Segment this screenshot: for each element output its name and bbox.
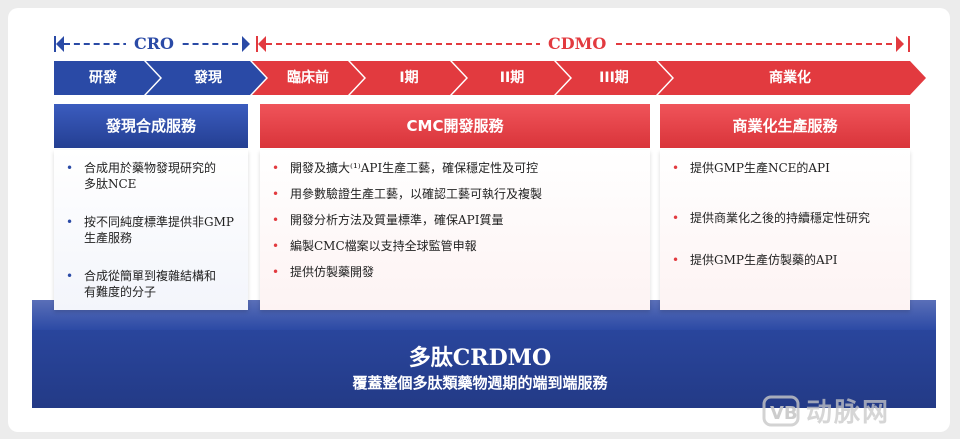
stage-label-phase3: III期 — [599, 70, 629, 86]
cro-range-right-arrow-icon — [242, 36, 250, 52]
cdmo-label: CDMO — [540, 34, 615, 54]
cdmo-range-left-arrow-icon — [258, 36, 266, 52]
commercial-item: •提供商業化之後的持續穩定性研究 — [672, 211, 871, 225]
cmc-item-text: 用參數驗證生產工藝，以確認工藝可執行及複製 — [290, 187, 543, 201]
stage-chevron-phase1 — [350, 61, 466, 95]
cmc-services-header: CMC開發服務 — [260, 104, 650, 148]
watermark-text: 动脉网 — [806, 398, 891, 428]
stage-label-commercial: 商業化 — [769, 70, 811, 86]
discovery-item-line: 有難度的分子 — [84, 285, 157, 299]
cro-range: CRO — [54, 34, 254, 54]
discovery-item-line: 按不同純度標準提供非GMP — [84, 215, 234, 229]
commercial-item: •提供GMP生產NCE的API — [672, 161, 830, 175]
stage-label-discovery: 發現 — [194, 70, 222, 86]
cmc-item-text: 編製CMC檔案以支持全球監管申報 — [290, 239, 477, 253]
watermark-logo-icon: VB — [762, 395, 800, 427]
discovery-services-header: 發現合成服務 — [54, 104, 248, 148]
stage-chevron-preclinical — [252, 61, 364, 95]
svg-text:VB: VB — [770, 403, 798, 424]
cmc-services-panel: •開發及擴大⁽¹⁾API生產工藝，確保穩定性及可控 •用參數驗證生產工藝，以確認… — [260, 150, 650, 310]
commercial-services-panel: •提供GMP生產NCE的API •提供商業化之後的持續穩定性研究 •提供GMP生… — [660, 150, 910, 310]
cdmo-range-right-arrow-icon — [896, 36, 904, 52]
cmc-item-text: 提供仿製藥開發 — [290, 265, 375, 279]
commercial-item-text: 提供GMP生產NCE的API — [690, 161, 830, 175]
stage-chevron-research — [54, 61, 160, 95]
discovery-item-line: 合成用於藥物發現研究的 — [84, 161, 217, 175]
stage-chevron-phase2 — [452, 61, 570, 95]
stage-label-research: 研發 — [89, 70, 117, 86]
cdmo-range-end-tick — [908, 36, 910, 52]
discovery-item: •合成從簡單到複雜結構和有難度的分子 — [66, 269, 217, 299]
commercial-item-text: 提供GMP生產仿製藥的API — [690, 253, 838, 267]
cmc-item-text: 開發分析方法及質量標準，確保API質量 — [290, 213, 504, 227]
cmc-item-text: 開發及擴大⁽¹⁾API生產工藝，確保穩定性及可控 — [290, 161, 539, 175]
discovery-item-line: 合成從簡單到複雜結構和 — [84, 269, 217, 283]
discovery-item-line: 多肽NCE — [84, 177, 137, 191]
cro-range-start-tick — [54, 36, 56, 52]
stage-chevron-phase3 — [556, 61, 672, 95]
cdmo-range: CDMO — [256, 34, 912, 54]
stage-chevron-commercial — [658, 61, 926, 95]
commercial-item: •提供GMP生產仿製藥的API — [672, 253, 838, 267]
cmc-item: •用參數驗證生產工藝，以確認工藝可執行及複製 — [272, 187, 543, 201]
banner-subtitle: 覆蓋整個多肽類藥物週期的端到端服務 — [352, 374, 608, 392]
stage-label-phase1: I期 — [399, 70, 419, 86]
stage-label-phase2: II期 — [499, 70, 525, 86]
stage-label-preclinical: 臨床前 — [287, 70, 329, 86]
cro-label: CRO — [126, 34, 182, 54]
cmc-item: •編製CMC檔案以支持全球監管申報 — [272, 239, 477, 253]
discovery-item-line: 生產服務 — [84, 231, 133, 245]
commercial-services-header: 商業化生產服務 — [660, 104, 910, 148]
stage-chevron-discovery — [146, 61, 266, 95]
cdmo-range-start-tick — [256, 36, 258, 52]
discovery-item: •合成用於藥物發現研究的多肽NCE — [66, 161, 217, 191]
cmc-item: •開發及擴大⁽¹⁾API生產工藝，確保穩定性及可控 — [272, 161, 539, 175]
cmc-item: •開發分析方法及質量標準，確保API質量 — [272, 213, 504, 227]
commercial-item-text: 提供商業化之後的持續穩定性研究 — [690, 211, 871, 225]
cmc-item: •提供仿製藥開發 — [272, 265, 375, 279]
cro-range-left-arrow-icon — [56, 36, 64, 52]
banner-title: 多肽CRDMO — [408, 345, 552, 371]
